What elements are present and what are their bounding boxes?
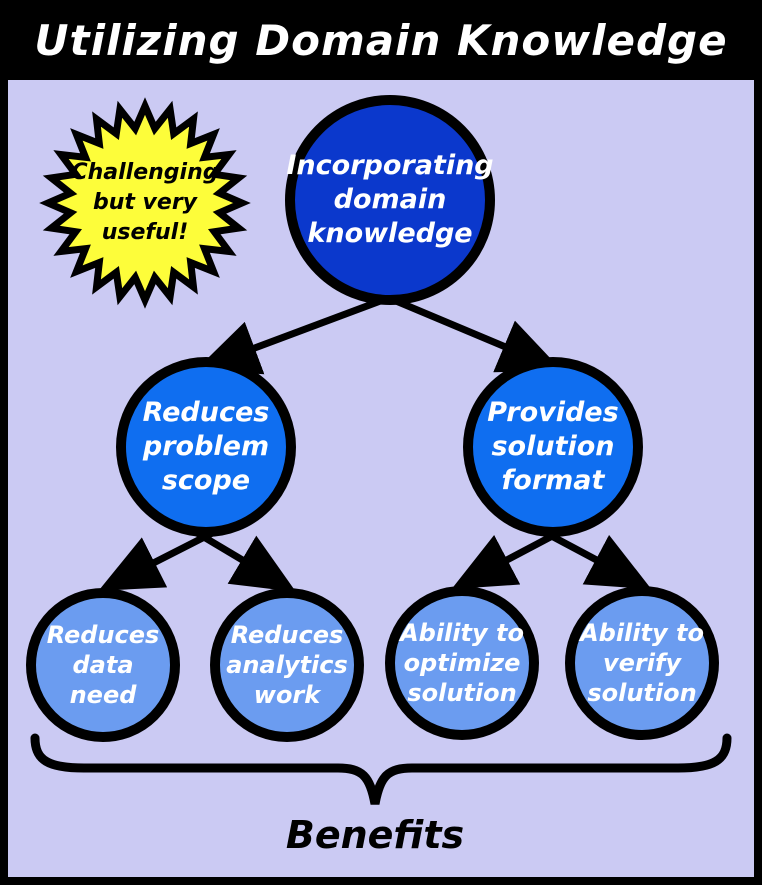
starburst-label: Challenging but very useful! bbox=[71, 160, 219, 245]
diagram-canvas: Challenging but very useful! Incorporati… bbox=[8, 80, 754, 877]
node-provides-solution-format: Provides solution format bbox=[463, 357, 643, 537]
page-title: Utilizing Domain Knowledge bbox=[34, 15, 728, 65]
node-ability-optimize: Ability to optimize solution bbox=[385, 586, 539, 740]
node-reduces-problem-scope: Reduces problem scope bbox=[116, 357, 296, 537]
benefits-brace bbox=[30, 733, 732, 805]
node-reduces-data-need: Reduces data need bbox=[26, 588, 180, 742]
connector-layer bbox=[30, 97, 732, 805]
title-band: Utilizing Domain Knowledge bbox=[0, 0, 762, 80]
node-ability-verify: Ability to verify solution bbox=[565, 586, 719, 740]
node-root: Incorporating domain knowledge bbox=[285, 95, 495, 305]
node-reduces-analytics-work: Reduces analytics work bbox=[210, 588, 364, 742]
benefits-label: Benefits bbox=[285, 813, 465, 857]
starburst-icon bbox=[39, 97, 251, 309]
